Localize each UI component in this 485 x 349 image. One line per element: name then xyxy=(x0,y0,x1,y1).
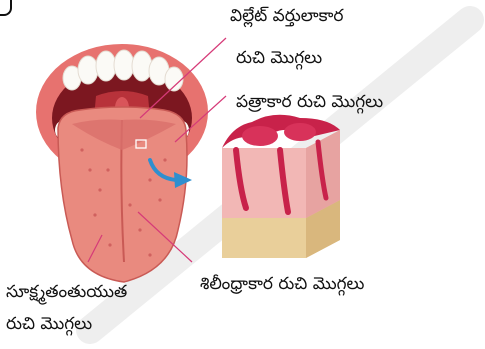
label-fungiform: శిలీంధ్రాకార రుచి మొగ్గలు xyxy=(200,274,364,294)
label-vallate-line1: విల్లేట్ వర్తులాకార xyxy=(230,6,343,26)
label-vallate-line2: రుచి మొగ్గలు xyxy=(236,48,322,68)
label-filiform-line1: సూక్ష్మతంతుయుత xyxy=(6,282,127,302)
label-filiform-line2: రుచి మొగ్గలు xyxy=(6,314,92,334)
label-foliate: పత్రాకార రుచి మొగ్గలు xyxy=(236,92,383,112)
